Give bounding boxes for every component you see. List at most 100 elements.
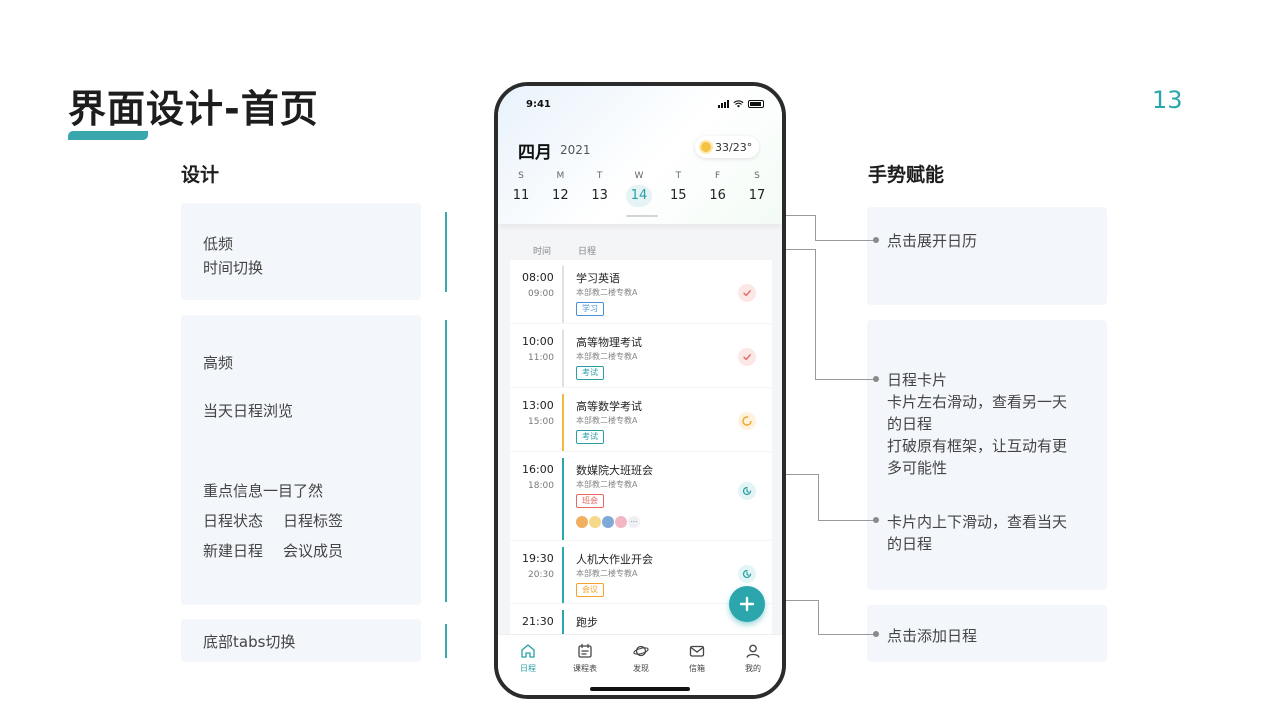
avatar [602, 516, 614, 528]
card-line: 高频 [203, 354, 234, 372]
column-schedule: 日程 [578, 247, 597, 257]
connector-line [770, 600, 819, 601]
connector-dot [873, 631, 879, 637]
connector-line [818, 520, 876, 521]
event-location: 本部教二楼专教A [576, 480, 638, 489]
page-number: 13 [1152, 86, 1183, 114]
card-line: 的日程 [887, 415, 933, 433]
progress-icon[interactable] [738, 412, 756, 430]
gesture-card-add: 点击添加日程 [867, 605, 1107, 662]
connector-line [815, 379, 876, 380]
event-rail [562, 330, 564, 387]
event-start-time: 19:30 [522, 552, 554, 565]
timetable-icon [578, 643, 592, 658]
divider-bar [445, 212, 447, 292]
day-date: 15 [670, 188, 687, 203]
pending-icon[interactable] [738, 482, 756, 500]
event-title: 高等物理考试 [576, 336, 642, 349]
day-name: S [518, 171, 524, 181]
event-start-time: 13:00 [522, 399, 554, 412]
connector-dot [873, 376, 879, 382]
calendar-year: 2021 [560, 143, 591, 157]
connector-line [818, 600, 819, 634]
add-schedule-button[interactable] [729, 586, 765, 622]
tab-discover[interactable]: 发现 [619, 643, 663, 674]
event-end-time: 20:30 [528, 570, 554, 580]
event-location: 本部教二楼专教A [576, 569, 638, 578]
event-rail [562, 266, 564, 323]
event-tag: 学习 [576, 302, 604, 316]
calendar-expand-handle[interactable] [626, 215, 658, 217]
day-name: F [715, 171, 721, 181]
calendar-month: 四月 [518, 143, 552, 163]
pending-icon[interactable] [738, 565, 756, 583]
battery-icon [748, 100, 764, 108]
weather-badge: 33/23° [695, 136, 760, 158]
event-end-time: 09:00 [528, 289, 554, 299]
check-icon[interactable] [738, 284, 756, 302]
event-rail [562, 610, 564, 644]
user-icon [746, 644, 760, 658]
tab-timetable[interactable]: 课程表 [563, 643, 607, 674]
event-title: 学习英语 [576, 272, 620, 285]
event-title: 数媒院大班班会 [576, 464, 653, 477]
event-rail [562, 458, 564, 540]
more-members-icon: ··· [628, 516, 640, 528]
sun-icon [701, 142, 711, 152]
connector-line [818, 474, 819, 520]
tab-label: 我的 [745, 664, 761, 673]
card-line: 会议成员 [283, 542, 344, 560]
home-icon [521, 644, 535, 658]
event-title: 跑步 [576, 616, 598, 629]
tab-mailbox[interactable]: 信箱 [675, 643, 719, 674]
avatar [589, 516, 601, 528]
event-rail [562, 394, 564, 451]
gesture-card-expand: 点击展开日历 [867, 207, 1107, 305]
avatar [576, 516, 588, 528]
slide-title: 界面设计-首页 [68, 87, 319, 131]
event-start-time: 21:30 [522, 615, 554, 628]
card-line: 多可能性 [887, 459, 948, 477]
gesture-card-schedule: 日程卡片 卡片左右滑动，查看另一天 的日程 打破原有框架，让互动有更 多可能性 … [867, 320, 1107, 590]
meeting-members[interactable]: ··· [576, 516, 640, 528]
tab-profile[interactable]: 我的 [731, 643, 775, 674]
card-line: 的日程 [887, 535, 933, 553]
divider-bar [445, 624, 447, 658]
event-location: 本部教二楼专教A [576, 416, 638, 425]
check-icon[interactable] [738, 348, 756, 366]
day-date: 14 [625, 185, 652, 207]
divider-bar [445, 320, 447, 602]
day-cell[interactable]: S 17 [744, 171, 770, 207]
plus-icon [739, 596, 755, 612]
avatar [615, 516, 627, 528]
tab-schedule[interactable]: 日程 [506, 643, 550, 674]
weather-temp: 33/23° [715, 140, 753, 154]
event-rail [562, 547, 564, 603]
connector-dot [873, 237, 879, 243]
day-date: 17 [748, 188, 766, 203]
card-line: 时间切换 [203, 259, 264, 277]
card-line: 日程标签 [283, 512, 344, 530]
card-line: 卡片内上下滑动，查看当天 [887, 513, 1068, 531]
event-tag: 班会 [576, 494, 604, 508]
card-line: 卡片左右滑动，查看另一天 [887, 393, 1068, 411]
day-date: 12 [552, 188, 569, 203]
card-line: 当天日程浏览 [203, 402, 294, 420]
design-card-tabs: 底部tabs切换 [181, 619, 421, 662]
day-name: S [754, 171, 760, 181]
title-underline [68, 131, 148, 140]
